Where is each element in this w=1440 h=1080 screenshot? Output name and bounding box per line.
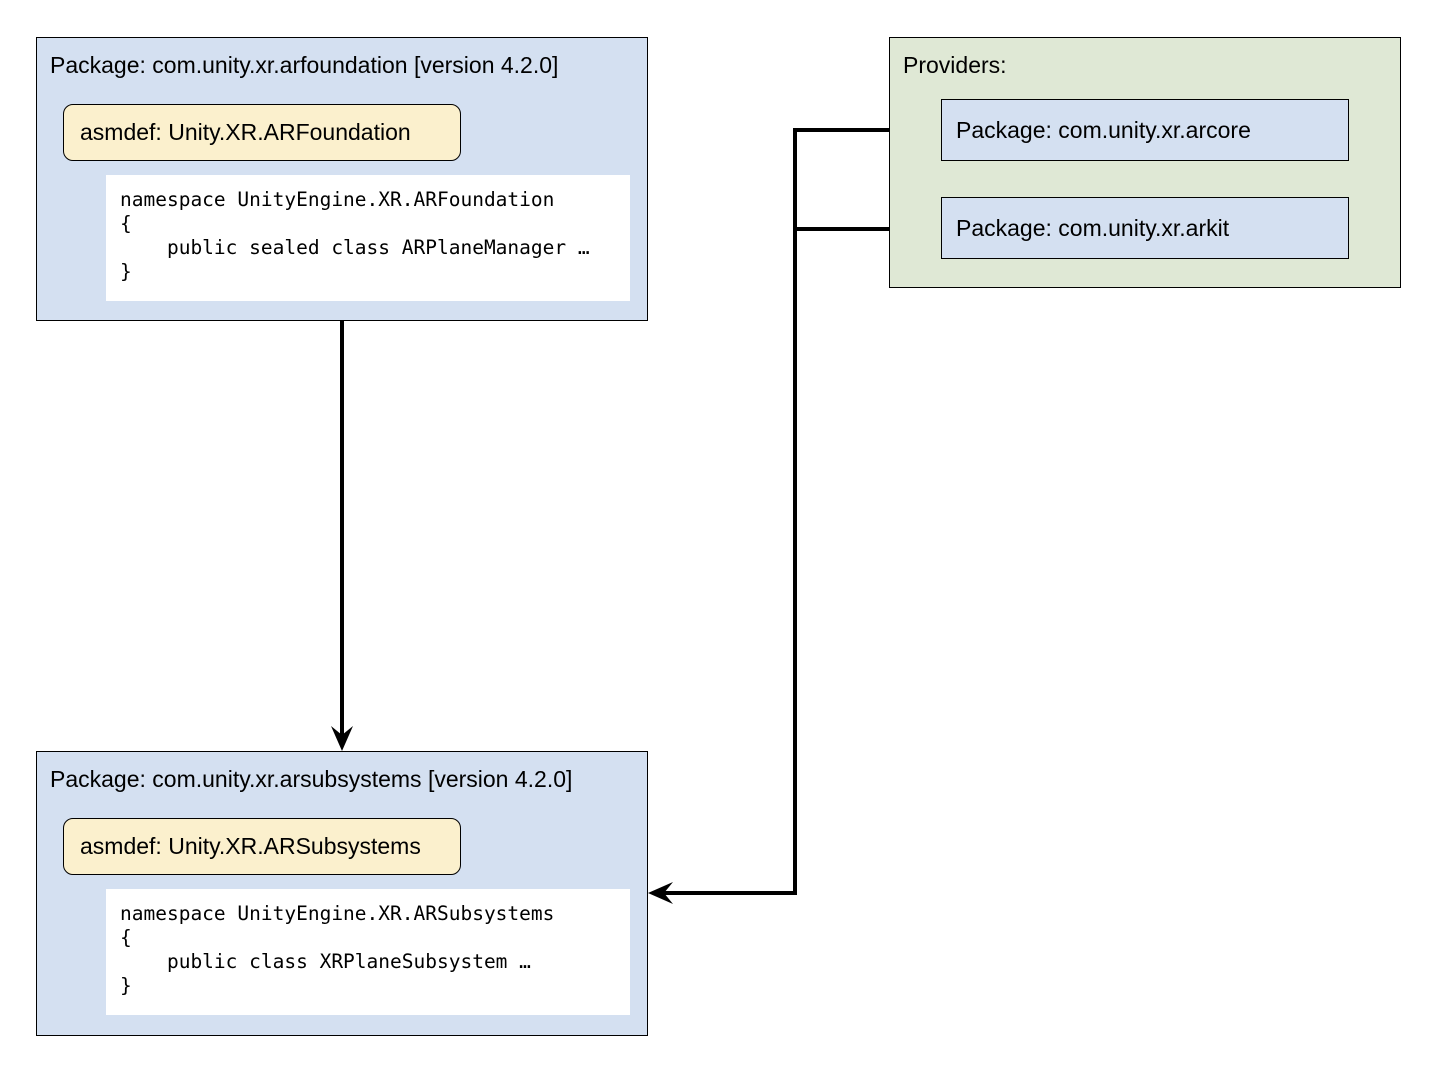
package-arfoundation: Package: com.unity.xr.arfoundation [vers… (36, 37, 648, 321)
code-arsubsystems: namespace UnityEngine.XR.ARSubsystems { … (106, 889, 630, 1015)
arrowhead-left (648, 882, 673, 904)
asmdef-arfoundation: asmdef: Unity.XR.ARFoundation (63, 104, 461, 161)
package-arsubsystems: Package: com.unity.xr.arsubsystems [vers… (36, 751, 648, 1036)
provider-arkit: Package: com.unity.xr.arkit (941, 197, 1349, 259)
code-arfoundation: namespace UnityEngine.XR.ARFoundation { … (106, 175, 630, 301)
provider-arcore: Package: com.unity.xr.arcore (941, 99, 1349, 161)
providers-group: Providers: Package: com.unity.xr.arcore … (889, 37, 1401, 288)
providers-title: Providers: (903, 52, 1007, 78)
edge-providers-to-subsystems (664, 128, 889, 895)
package-arfoundation-title: Package: com.unity.xr.arfoundation [vers… (50, 52, 559, 78)
package-arsubsystems-title: Package: com.unity.xr.arsubsystems [vers… (50, 766, 573, 792)
arrowhead-down (331, 726, 353, 751)
asmdef-arsubsystems: asmdef: Unity.XR.ARSubsystems (63, 818, 461, 875)
